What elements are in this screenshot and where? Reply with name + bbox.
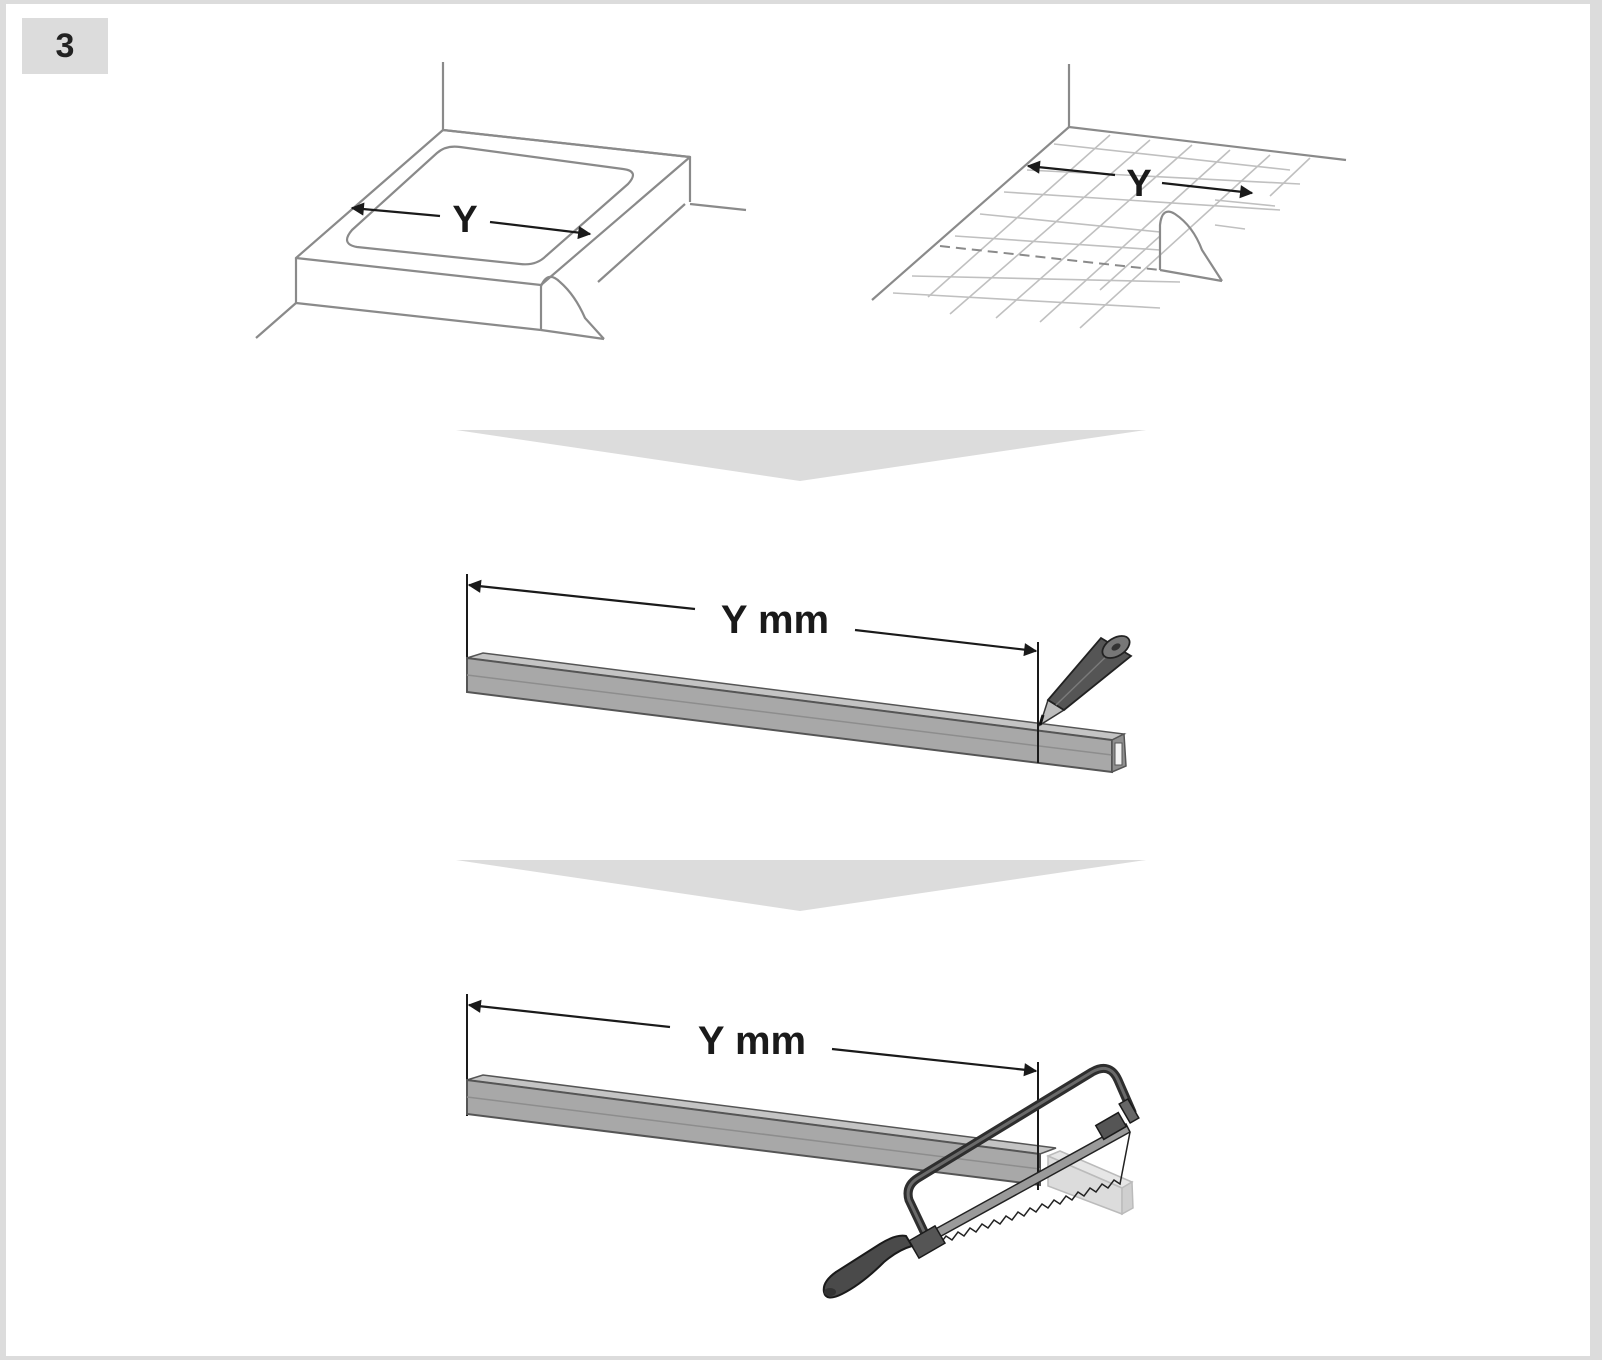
mark-length-label: Y mm — [721, 598, 829, 642]
floor-wall-cut — [1158, 210, 1223, 283]
mark-length-dimension: Y mm — [467, 579, 1038, 657]
profile-bar-cut — [466, 1074, 1057, 1187]
profile-bar-marked — [466, 652, 1127, 774]
step-down-arrow-2 — [456, 860, 1146, 911]
step-down-arrow-1 — [456, 430, 1146, 481]
tiled-floor-drawing — [871, 64, 1347, 301]
tray-width-dimension: Y — [350, 199, 592, 241]
shower-tray-drawing — [255, 62, 747, 341]
tile-grid — [892, 134, 1311, 329]
step-number-badge: 3 — [22, 18, 108, 74]
floor-width-dimension: Y — [1026, 160, 1254, 205]
cut-length-dimension: Y mm — [467, 999, 1038, 1077]
hacksaw-icon — [822, 1063, 1140, 1299]
marking-step: Y mm — [466, 574, 1133, 774]
floor-width-label: Y — [1126, 163, 1151, 205]
pencil-icon — [1038, 635, 1133, 727]
cutting-step: Y mm — [466, 994, 1140, 1299]
cut-length-label: Y mm — [698, 1019, 806, 1063]
tray-width-label: Y — [452, 199, 477, 241]
